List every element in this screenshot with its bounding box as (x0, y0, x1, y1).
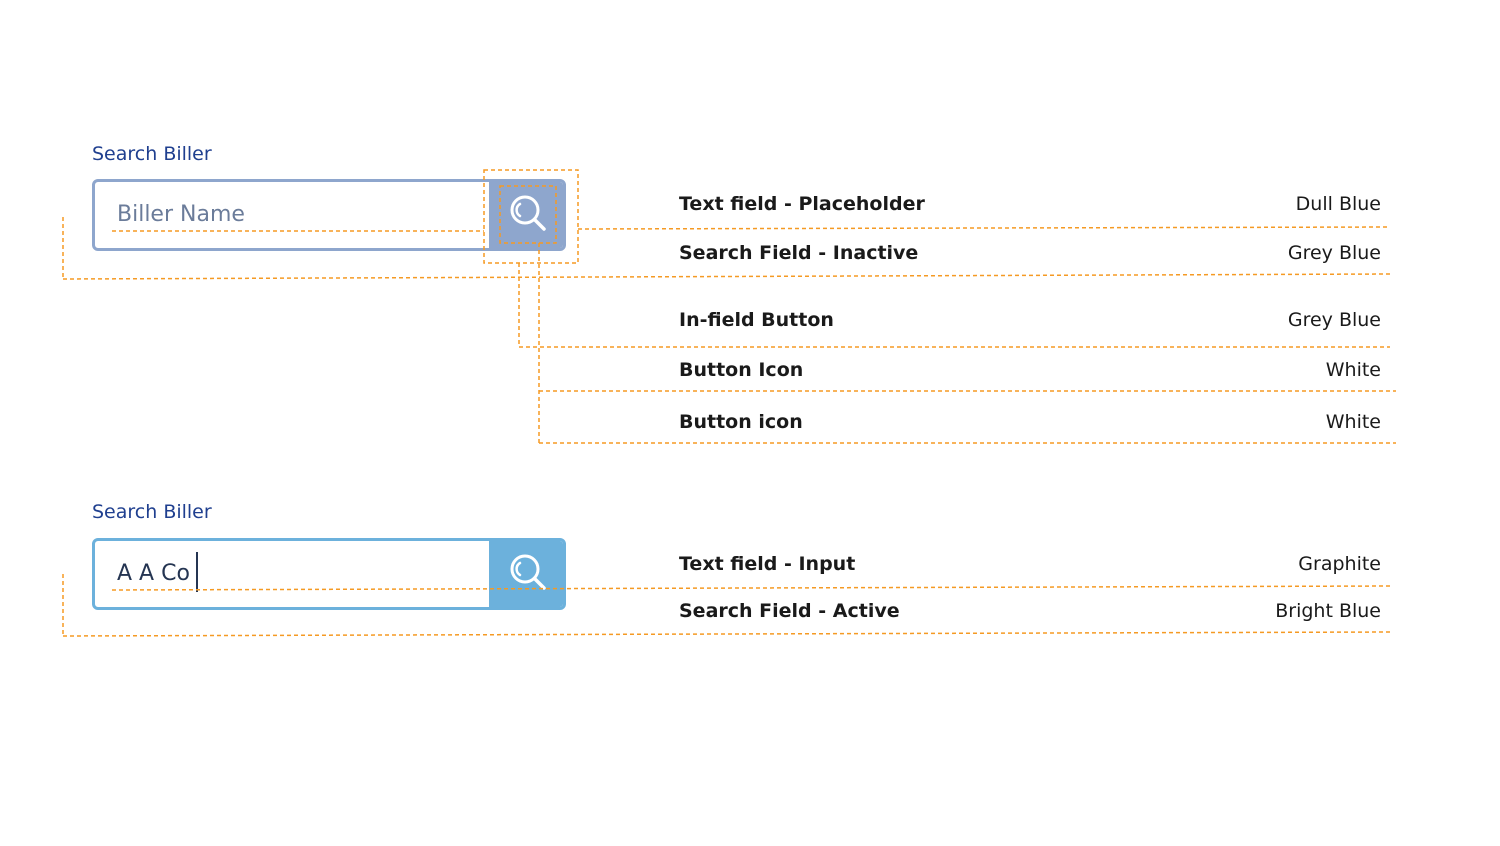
search-button-inactive[interactable] (489, 182, 563, 248)
annotation-title: Search Field - Inactive (679, 242, 919, 264)
search-field-inactive[interactable]: Biller Name (92, 179, 566, 251)
annotation-title: Text field - Placeholder (679, 193, 925, 215)
search-icon (507, 192, 549, 238)
text-caret (195, 552, 198, 592)
guide-active-leader (62, 631, 1391, 637)
annotation-value: Grey Blue (1287, 309, 1381, 331)
annotation-value: Bright Blue (1275, 600, 1381, 622)
annotation-value: Grey Blue (1287, 242, 1381, 264)
annotation-title: In-field Button (679, 309, 834, 331)
search-button-active[interactable] (489, 541, 563, 607)
guide-field-leader (62, 273, 1391, 280)
annotation-title: Search Field - Active (679, 600, 900, 622)
annotation-title: Button Icon (679, 359, 804, 381)
search-field-active[interactable]: A A Co (92, 538, 566, 610)
search-placeholder-text: Biller Name (117, 202, 245, 227)
search-biller-label-active: Search Biller (92, 501, 212, 523)
annotation-title: Button icon (679, 411, 803, 433)
search-input-value: A A Co (117, 552, 198, 592)
guide-placeholder-leader (577, 226, 1391, 230)
annotation-value: Graphite (1298, 553, 1381, 575)
annotation-value: Dull Blue (1295, 193, 1381, 215)
annotation-value: White (1325, 359, 1381, 381)
search-icon (507, 551, 549, 597)
annotation-title: Text field - Input (679, 553, 856, 575)
annotation-value: White (1325, 411, 1381, 433)
search-biller-label-inactive: Search Biller (92, 143, 212, 165)
